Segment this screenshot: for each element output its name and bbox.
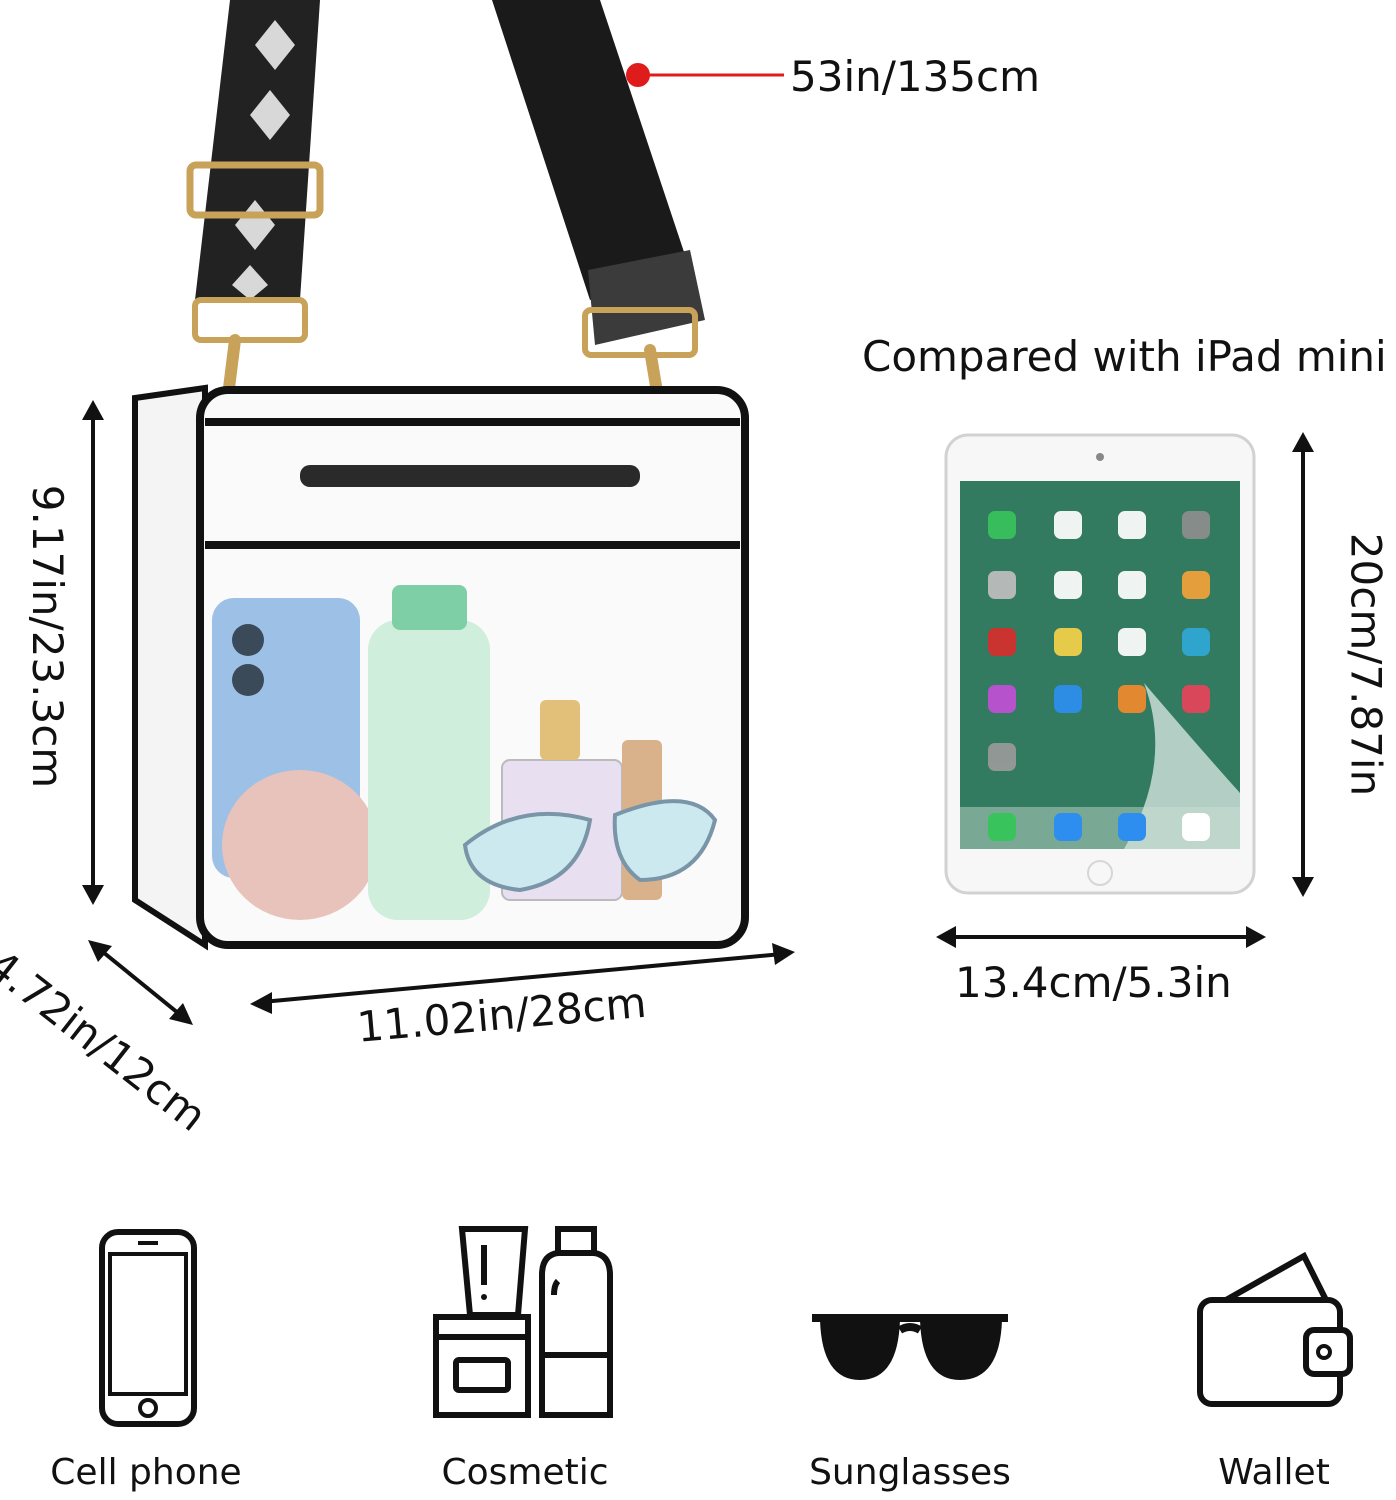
ipad-mini-image <box>944 433 1256 895</box>
strap-buckle <box>186 161 324 219</box>
strap-pattern <box>232 20 295 300</box>
ipad-dock <box>988 813 1210 841</box>
wallet-label: Wallet <box>1218 1452 1330 1493</box>
bag-width-arrow <box>250 943 795 1014</box>
ipad-width-label: 13.4cm/5.3in <box>955 958 1232 1007</box>
compact-in-bag <box>222 770 378 920</box>
bag-illustration <box>132 0 749 951</box>
cosmetic-icon <box>433 1226 613 1418</box>
bag-height-arrow <box>82 400 104 905</box>
sunglasses-icon <box>812 1314 1008 1380</box>
ipad-height-label: 20cm/7.87in <box>1341 532 1391 797</box>
comparison-title: Compared with iPad mini <box>862 332 1387 381</box>
bag-height-label: 9.17in/23.3cm <box>23 484 72 789</box>
lotion-bottle <box>368 620 490 920</box>
ipad-width-arrow <box>936 926 1266 948</box>
bag-back-panel <box>132 384 208 951</box>
strap-pattern-end <box>588 250 705 345</box>
ipad-app-grid <box>988 511 1210 771</box>
glasses-in-bag <box>462 799 718 893</box>
bag-depth-arrow <box>88 940 193 1025</box>
strap-length-marker <box>626 63 784 87</box>
cosmetic-label: Cosmetic <box>441 1452 609 1493</box>
wallet-icon <box>1197 1251 1353 1407</box>
black-strap <box>492 0 690 300</box>
cell-phone-icon <box>99 1229 197 1427</box>
strap-length-label: 53in/135cm <box>790 52 1041 101</box>
patterned-strap <box>195 0 320 300</box>
sunglasses-label: Sunglasses <box>809 1452 1011 1493</box>
cell-phone-label: Cell phone <box>50 1452 242 1493</box>
ipad-height-arrow <box>1292 432 1314 897</box>
